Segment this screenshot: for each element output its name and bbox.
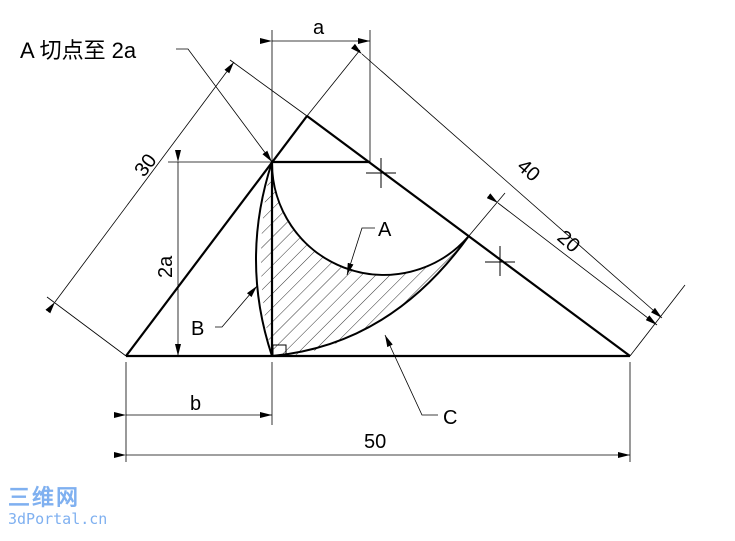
leader-lines xyxy=(176,48,438,416)
dim-a-label: a xyxy=(313,17,325,39)
dimension-lines xyxy=(45,38,663,458)
watermark-site: 3dPortal.cn xyxy=(8,510,108,528)
label-b: B xyxy=(191,318,204,340)
watermark-chinese: 三维网 xyxy=(8,486,81,511)
dim-2a-label: 2a xyxy=(155,255,177,278)
extension-lines xyxy=(46,30,686,462)
label-a: A xyxy=(378,219,392,241)
dim-b-label: b xyxy=(190,393,201,415)
arc-b xyxy=(255,161,273,357)
label-c: C xyxy=(443,407,457,429)
dim-40-label: 40 xyxy=(513,155,544,186)
watermark: 三维网 3dPortal.cn xyxy=(8,488,107,527)
dim-50-label: 50 xyxy=(364,431,386,453)
right-angle-mark xyxy=(272,344,287,357)
tangent-note: A 切点至 2a xyxy=(20,38,137,63)
dim-20-label: 20 xyxy=(553,226,584,257)
hatched-region xyxy=(261,162,468,356)
dim-30-label: 30 xyxy=(130,150,161,181)
